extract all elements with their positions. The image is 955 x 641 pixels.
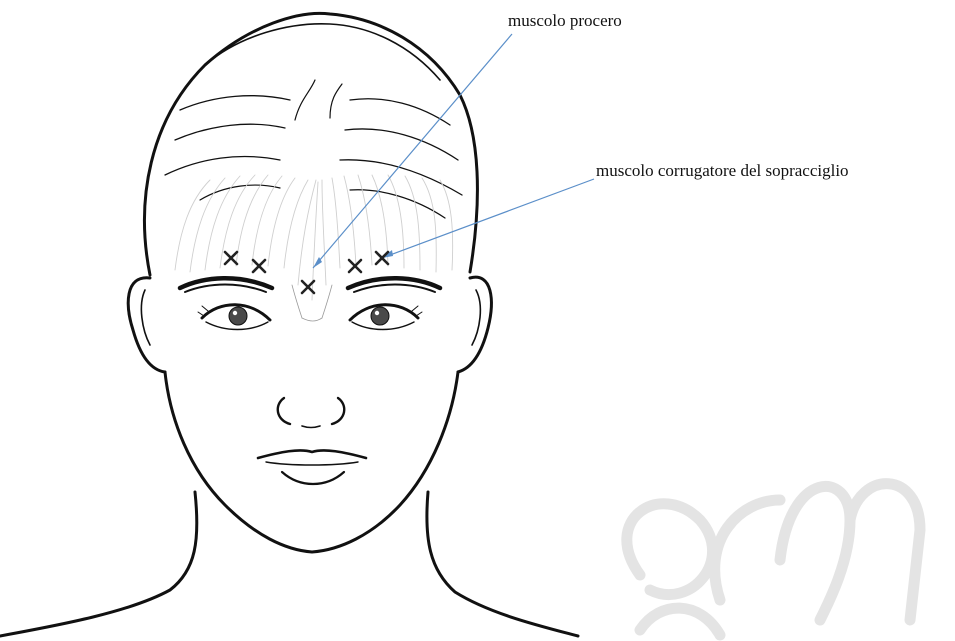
hair	[145, 13, 478, 275]
injection-marker	[376, 252, 388, 264]
injection-marker	[349, 260, 361, 272]
right-eye	[350, 305, 422, 330]
label-corrugator: muscolo corrugatore del sopracciglio	[596, 161, 849, 180]
leader-corrugator	[382, 179, 594, 258]
nose	[278, 398, 345, 428]
leader-lines	[313, 34, 594, 268]
injection-marker	[225, 252, 237, 264]
lips	[258, 450, 366, 484]
injection-marker	[253, 260, 265, 272]
ears	[128, 277, 491, 372]
leader-procerus	[313, 34, 512, 268]
face-outline	[165, 372, 458, 552]
label-procerus: muscolo procero	[508, 11, 622, 30]
watermark	[627, 484, 920, 635]
neck-shoulders	[0, 492, 578, 636]
left-eye	[198, 305, 270, 330]
